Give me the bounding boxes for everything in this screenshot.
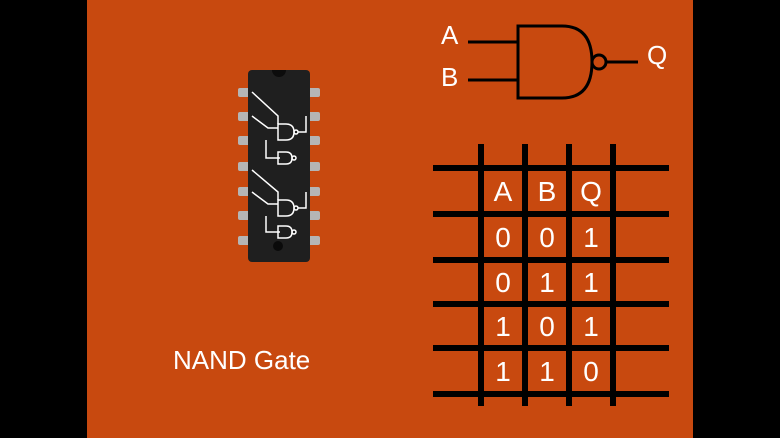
page-title: NAND Gate <box>173 345 311 375</box>
table-cell: 1 <box>539 356 555 387</box>
table-cell: 1 <box>583 267 599 298</box>
table-cell: 0 <box>539 222 555 253</box>
gate-output-q-label: Q <box>647 40 668 70</box>
table-cell: 1 <box>583 311 599 342</box>
table-cell: 1 <box>539 267 555 298</box>
truth-table-grid <box>433 144 669 406</box>
table-cell: 1 <box>583 222 599 253</box>
ic-chip-icon <box>234 66 324 266</box>
table-cell: 0 <box>539 311 555 342</box>
table-header-q: Q <box>580 176 602 207</box>
table-header-a: A <box>493 176 513 207</box>
table-cell: 1 <box>495 311 511 342</box>
gate-input-b-label: B <box>441 62 459 92</box>
table-header-b: B <box>537 176 557 207</box>
table-cell: 1 <box>495 356 511 387</box>
slide-panel: A B Q A B Q 0 <box>87 0 693 438</box>
truth-table: A B Q 0 0 1 0 1 1 1 0 1 1 1 0 <box>433 144 669 406</box>
nand-gate-symbol-icon <box>432 10 682 110</box>
table-cell: 0 <box>495 222 511 253</box>
table-cell: 0 <box>583 356 599 387</box>
gate-input-a-label: A <box>441 20 459 50</box>
table-cell: 0 <box>495 267 511 298</box>
